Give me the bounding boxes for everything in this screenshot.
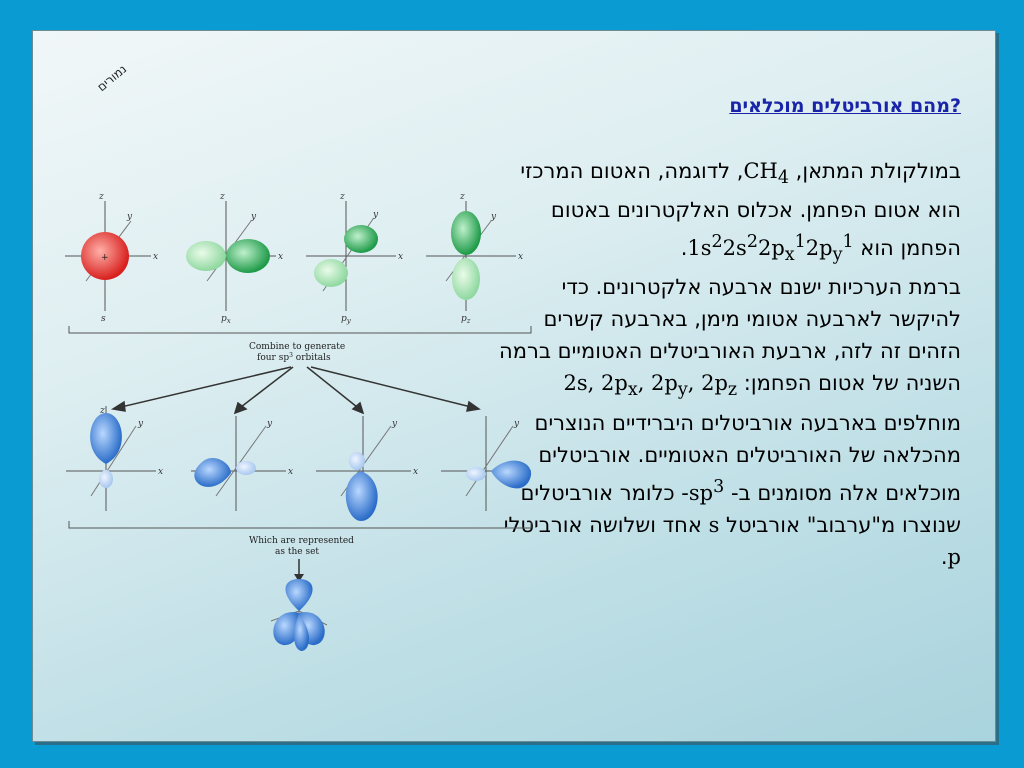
svg-text:y: y: [513, 419, 520, 429]
sp3-hybrid-4: y: [441, 416, 532, 511]
caption-combine: Combine to generate: [249, 342, 345, 352]
svg-text:x: x: [413, 467, 418, 477]
body-text-span: .: [680, 236, 688, 261]
slide-panel: נמורים ?מהם אורביטלים מוכלאים במולקולת ה…: [32, 30, 996, 742]
orbital-label-s: s: [101, 314, 106, 324]
brace-bottom: [68, 521, 532, 529]
brace-top: [68, 326, 532, 334]
svg-text:y: y: [266, 419, 273, 429]
svg-text:x: x: [398, 252, 403, 262]
arrows-to-hybrids: [110, 366, 481, 415]
sp3-hybrid-2: y x: [191, 416, 293, 511]
body-text-span: ברמת הערכיות ישנם ארבעה אלקטרונים. כדי ל…: [499, 275, 961, 396]
svg-text:y: y: [137, 419, 144, 429]
py-lobe-positive: [344, 225, 378, 253]
s-letter: s: [708, 512, 720, 537]
svg-text:x: x: [278, 252, 283, 262]
atomic-orbital-pz: z x y pz: [426, 192, 523, 325]
svg-text:y: y: [126, 212, 133, 222]
sp3-combined-set: [270, 579, 328, 651]
svg-text:z: z: [459, 192, 465, 202]
p-letter: p: [947, 544, 961, 569]
formula-sub: 4: [777, 168, 789, 189]
body-text-span: מוחלפים בארבעה אורביטלים היברידיים הנוצר…: [534, 410, 961, 505]
body-text-span: אחד ושלושה אורביטלי: [503, 512, 709, 537]
sp3-hybrid-1: z x y: [66, 406, 163, 511]
sp3-hybrid-3: y x: [316, 416, 418, 521]
orbital-list: 2s, 2px, 2py, 2pz: [563, 371, 738, 401]
svg-text:x: x: [158, 467, 163, 477]
atomic-orbital-px: z x y px: [186, 192, 283, 325]
orbital-label-pz: pz: [461, 314, 471, 325]
caption-four-sp3: four sp3 orbitals: [257, 352, 331, 363]
rotated-stamp-text: נמורים: [94, 61, 130, 95]
caption-represented: Which are represented: [249, 536, 354, 546]
body-text-span: במולקולת המתאן,: [789, 159, 961, 183]
orbital-hybridization-figure: + z x y s z x y px z x y py: [65, 192, 532, 651]
body-text-span: , לדוגמה, האטום המרכזי הוא אטום הפחמן. א…: [520, 159, 961, 261]
svg-text:y: y: [372, 210, 379, 220]
svg-text:y: y: [250, 212, 257, 222]
svg-text:+: +: [101, 253, 109, 263]
pz-lobe-positive: [451, 211, 481, 255]
body-text: במולקולת המתאן, CH4, לדוגמה, האטום המרכז…: [491, 155, 961, 573]
sp3-label: sp3: [688, 476, 725, 505]
svg-text:z: z: [99, 406, 105, 416]
orbital-label-px: px: [221, 314, 231, 325]
formula-ch: CH: [743, 159, 778, 183]
s-orbital-sphere: [81, 232, 129, 280]
body-text-span: - כלומר אורביטלים שנוצרו מ"ערבוב" אורביט…: [520, 480, 961, 537]
slide-title: ?מהם אורביטלים מוכלאים: [729, 95, 961, 117]
px-lobe-negative: [186, 241, 226, 271]
orbital-label-py: py: [341, 314, 352, 325]
atomic-orbital-s: + z x y s: [65, 192, 158, 324]
electron-configuration: 1s22s22px12py1: [687, 232, 854, 266]
px-lobe-positive: [226, 239, 270, 273]
caption-as-the-set: as the set: [275, 547, 319, 557]
pz-lobe-negative: [452, 258, 480, 300]
svg-text:x: x: [518, 252, 523, 262]
svg-text:y: y: [391, 419, 398, 429]
svg-text:x: x: [288, 467, 293, 477]
atomic-orbital-py: z x y py: [306, 192, 403, 325]
body-text-span: .: [940, 544, 948, 569]
svg-text:y: y: [490, 212, 497, 222]
svg-text:z: z: [98, 192, 104, 202]
svg-text:z: z: [339, 192, 345, 202]
svg-text:z: z: [219, 192, 225, 202]
svg-text:x: x: [153, 252, 158, 262]
py-lobe-negative: [314, 259, 348, 287]
